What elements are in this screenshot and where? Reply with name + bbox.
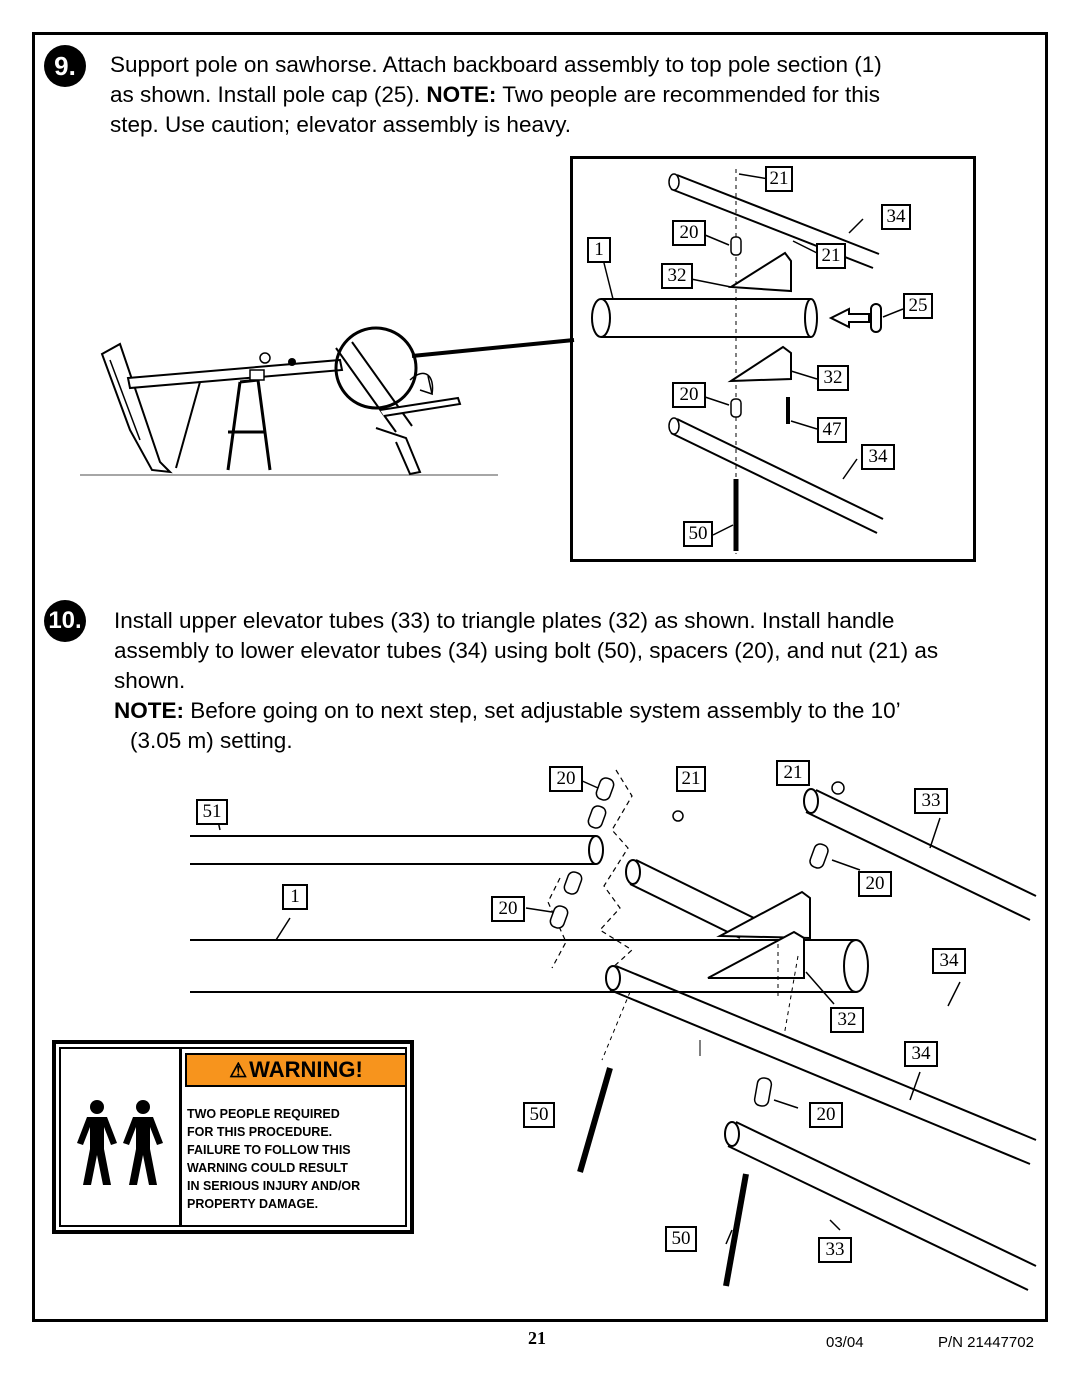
step-9-illustration (80, 326, 575, 476)
step-9-detail-box: 21 34 20 1 21 32 25 32 20 47 34 50 (570, 156, 976, 562)
warning-line: IN SERIOUS INJURY AND/OR (187, 1179, 361, 1193)
warning-line: TWO PEOPLE REQUIRED (187, 1107, 340, 1121)
warning-line: FOR THIS PROCEDURE. (187, 1125, 333, 1139)
note-label: NOTE: (114, 698, 184, 723)
step-10-exploded-view (190, 769, 1037, 1291)
callout-20-spacer-upper: 20 (549, 766, 583, 792)
warning-line: FAILURE TO FOLLOW THIS (187, 1143, 351, 1157)
step-10-line-1: Install upper elevator tubes (33) to tri… (114, 608, 895, 633)
callout-32-plate-top: 32 (661, 263, 693, 289)
step-9-text: Support pole on sawhorse. Attach backboa… (110, 50, 1040, 140)
callout-34-upper-tube: 34 (881, 204, 911, 230)
warning-header: ⚠ WARNING! (185, 1053, 407, 1087)
callout-1-pole: 1 (587, 237, 611, 263)
step-10-text: Install upper elevator tubes (33) to tri… (114, 606, 1044, 756)
page-frame (32, 32, 1048, 1322)
step-9-line-1: Support pole on sawhorse. Attach backboa… (110, 52, 882, 77)
callout-50-bolt-bottom: 50 (665, 1226, 697, 1252)
step-9-badge: 9. (44, 45, 86, 87)
warning-divider (179, 1049, 182, 1225)
step-10-number: 10. (48, 607, 82, 634)
two-people-icon (77, 1100, 163, 1185)
callout-33-lower-upper-tube: 33 (818, 1237, 852, 1263)
detail-exploded-view (591, 169, 904, 554)
callout-34-lower-tube: 34 (932, 948, 966, 974)
callout-21-nut-top: 21 (765, 166, 793, 192)
callout-21-nut-center: 21 (676, 766, 706, 792)
page-number: 21 (528, 1328, 546, 1348)
callout-25-pole-cap: 25 (903, 293, 933, 319)
callout-33-upper-tube: 33 (914, 788, 948, 814)
callout-47-bolt: 47 (817, 417, 847, 443)
warning-label: ⚠ WARNING! TWO PEOPLE REQUIRED FOR THIS … (52, 1040, 414, 1234)
warning-line: WARNING COULD RESULT (187, 1161, 348, 1175)
footer-part-number: P/N 21447702 (938, 1334, 1034, 1351)
callout-32-triangle-plate: 32 (830, 1007, 864, 1033)
warning-triangle-icon: ⚠ (229, 1059, 248, 1082)
callout-20-spacer-right: 20 (858, 871, 892, 897)
step-9-number: 9. (54, 50, 76, 81)
callout-21-nut-right: 21 (776, 760, 810, 786)
callout-32-plate-bottom: 32 (817, 365, 849, 391)
step-10-line-3: shown. (114, 668, 186, 693)
callout-51-pole-section: 51 (196, 799, 228, 825)
callout-34-lower-tube-2: 34 (904, 1041, 938, 1067)
step-9-line-2: as shown. Install pole cap (25). NOTE: T… (110, 82, 880, 107)
step-10-line-2: assembly to lower elevator tubes (34) us… (114, 638, 939, 663)
footer-date: 03/04 (826, 1334, 864, 1351)
step-9-line-3: step. Use caution; elevator assembly is … (110, 112, 572, 137)
callout-50-bolt: 50 (683, 521, 713, 547)
callout-50-bolt-left: 50 (523, 1102, 555, 1128)
step-10-note-line-2: (3.05 m) setting. (130, 728, 293, 753)
callout-1-pole: 1 (282, 884, 308, 910)
step-10-note-line-1: NOTE: Before going on to next step, set … (114, 698, 901, 723)
callout-20-spacer-bottom: 20 (809, 1102, 843, 1128)
step-10-badge: 10. (44, 600, 86, 642)
callout-20-spacer-bottom: 20 (672, 382, 706, 408)
warning-body: TWO PEOPLE REQUIRED FOR THIS PROCEDURE. … (187, 1105, 411, 1213)
callout-20-spacer-top: 20 (672, 220, 706, 246)
callout-20-spacer-lower-left: 20 (491, 896, 525, 922)
note-label: NOTE: (426, 82, 497, 107)
callout-21-nut-plate: 21 (816, 243, 846, 269)
warning-title: WARNING! (249, 1057, 363, 1082)
warning-line: PROPERTY DAMAGE. (187, 1197, 319, 1211)
callout-34-lower-tube: 34 (861, 444, 895, 470)
